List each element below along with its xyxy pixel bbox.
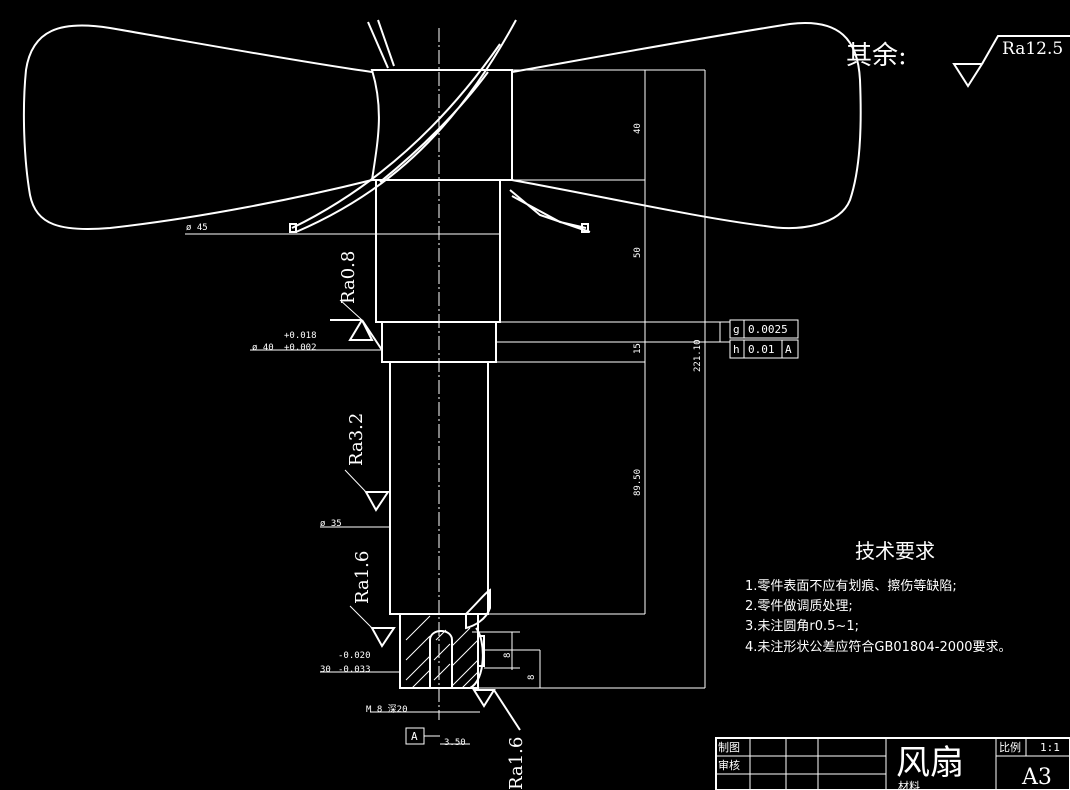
ra-label-16a: Ra1.6 [352, 551, 373, 604]
ra-label-08: Ra0.8 [338, 251, 359, 304]
dim-l89: 89.50 [633, 469, 643, 496]
datum-label: A [411, 730, 418, 743]
ra-label-32: Ra3.2 [346, 413, 367, 466]
left-blade-outline [22, 24, 373, 231]
dim-k8a: 8 [503, 653, 513, 658]
dim-l50: 50 [633, 247, 643, 258]
tol-frame-1-symbol: g [733, 323, 740, 336]
dimension-lines [185, 69, 730, 745]
dim-d45: ø 45 [186, 223, 208, 233]
right-blade-outline [511, 22, 862, 229]
technical-requirements: 技术要求 1.零件表面不应有划痕、擦伤等缺陷; 2.零件做调质处理; 3.未注圆… [745, 539, 1012, 655]
surface-note-ra: Ra12.5 [1002, 39, 1063, 59]
dim-d35: ø 35 [320, 519, 342, 529]
dim-l15: 15 [633, 343, 643, 354]
hub-side-blade [367, 19, 591, 233]
tol-frame-2-symbol: h [733, 343, 740, 356]
roughness-symbol-ra16b [472, 689, 521, 731]
dim-l221: 221.10 [693, 339, 703, 372]
tolerance-frames: g 0.0025 h 0.01 A [729, 319, 799, 359]
dim-k8b: 8 [527, 675, 537, 680]
fan-blades [22, 19, 862, 233]
title-scale-label: 比例 [999, 740, 1021, 754]
title-material: 材料 [898, 779, 920, 790]
title-scale-value: 1:1 [1040, 741, 1060, 754]
keyway-slot [477, 635, 485, 667]
roughness-labels: Ra0.8 Ra3.2 Ra1.6 Ra1.6 [338, 251, 527, 790]
shaft-section-d35 [389, 361, 489, 615]
tech-req-item: 4.未注形状公差应符合GB01804-2000要求。 [745, 639, 1012, 655]
ra-label-16b: Ra1.6 [506, 737, 527, 790]
tech-req-item: 1.零件表面不应有划痕、擦伤等缺陷; [745, 578, 957, 594]
title-part-name: 风扇 [896, 743, 964, 783]
threaded-hole [429, 630, 453, 688]
blade-tip-right [581, 223, 589, 233]
dim-d30-upper: -0.020 [338, 651, 371, 661]
dim-l40: 40 [633, 123, 643, 134]
tech-req-item: 3.未注圆角r0.5~1; [745, 619, 859, 634]
roughness-symbols [330, 35, 1070, 731]
title-sheet: A3 [1021, 765, 1052, 790]
title-checked-by: 审核 [718, 758, 740, 772]
tol-frame-2-datum: A [785, 343, 792, 356]
tech-req-title: 技术要求 [855, 539, 935, 563]
dim-d30-lower: -0.033 [338, 665, 371, 675]
dim-dist: 3.50 [444, 738, 466, 748]
dim-d40-upper: +0.018 [284, 331, 317, 341]
dimension-texts: ø 45 ø 40 +0.018 +0.002 ø 35 30 -0.020 -… [186, 123, 703, 748]
shaft [370, 28, 513, 720]
dim-thread: M 8 深20 [366, 704, 408, 715]
roughness-symbol-ra16a [370, 627, 396, 648]
hub-helix-blade [291, 19, 517, 233]
surface-note-prefix: 其余: [846, 41, 907, 71]
tol-frame-1-value: 0.0025 [748, 323, 788, 336]
title-drawn-by: 制图 [718, 741, 740, 754]
blade-tip-left [289, 223, 297, 233]
dim-d30: 30 [320, 665, 331, 675]
dim-d40-lower: +0.002 [284, 343, 317, 353]
title-block: 制图 审核 材料 风扇 比例 1:1 A3 [715, 737, 1070, 790]
roughness-symbol-general [952, 35, 1070, 88]
thread-hatch [405, 615, 479, 689]
roughness-symbol-ra32 [364, 491, 390, 512]
tech-req-item: 2.零件做调质处理; [745, 599, 853, 614]
tol-frame-2-value: 0.01 [748, 343, 775, 356]
dim-d40: ø 40 [252, 343, 274, 353]
roughness-symbol-ra08 [330, 319, 383, 351]
shaft-section-d45 [375, 179, 501, 323]
